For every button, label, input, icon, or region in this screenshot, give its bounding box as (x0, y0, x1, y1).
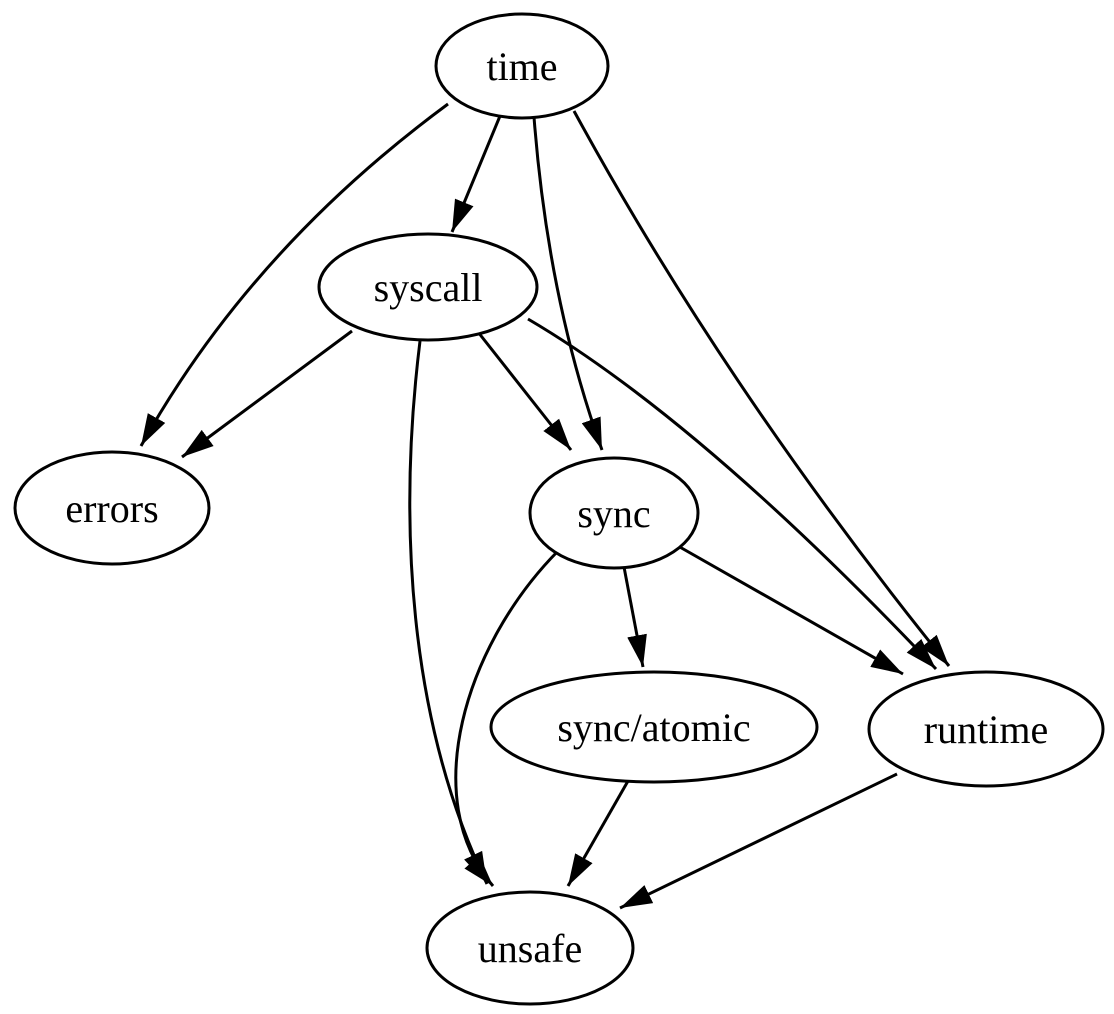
edge-syscall-to-runtime (527, 317, 938, 671)
edge-runtime-to-unsafe (619, 772, 898, 910)
edge-sync-to-runtime (677, 544, 904, 676)
node-label-sync_atomic: sync/atomic (557, 705, 750, 750)
edge-time-to-runtime (572, 110, 951, 667)
node-runtime: runtime (867, 670, 1105, 788)
node-ellipse-runtime (867, 670, 1105, 788)
node-label-errors: errors (65, 486, 158, 531)
node-errors: errors (13, 450, 211, 566)
node-ellipse-sync (528, 456, 700, 570)
node-label-time: time (486, 44, 557, 89)
node-ellipse-time (434, 12, 610, 120)
node-time: time (434, 12, 610, 120)
node-label-runtime: runtime (924, 707, 1048, 752)
edge-syscall-to-errors (181, 329, 353, 459)
node-label-sync: sync (577, 491, 650, 536)
node-ellipse-errors (13, 450, 211, 566)
edge-sync-to-unsafe (454, 549, 560, 887)
edge-sync-to-sync_atomic (622, 566, 647, 668)
edge-time-to-errors (139, 102, 449, 447)
edge-time-to-syscall (450, 115, 502, 233)
node-syscall: syscall (317, 232, 539, 342)
node-label-unsafe: unsafe (478, 926, 582, 971)
node-sync: sync (528, 456, 700, 570)
node-ellipse-sync_atomic (489, 670, 819, 784)
node-unsafe: unsafe (425, 890, 635, 1006)
edge-syscall-to-unsafe (408, 340, 489, 885)
edge-sync_atomic-to-unsafe (566, 780, 630, 887)
node-label-syscall: syscall (374, 265, 483, 310)
edge-time-to-sync (532, 116, 604, 451)
edge-syscall-to-sync (476, 331, 573, 451)
node-ellipse-syscall (317, 232, 539, 342)
node-sync_atomic: sync/atomic (489, 670, 819, 784)
node-ellipse-unsafe (425, 890, 635, 1006)
